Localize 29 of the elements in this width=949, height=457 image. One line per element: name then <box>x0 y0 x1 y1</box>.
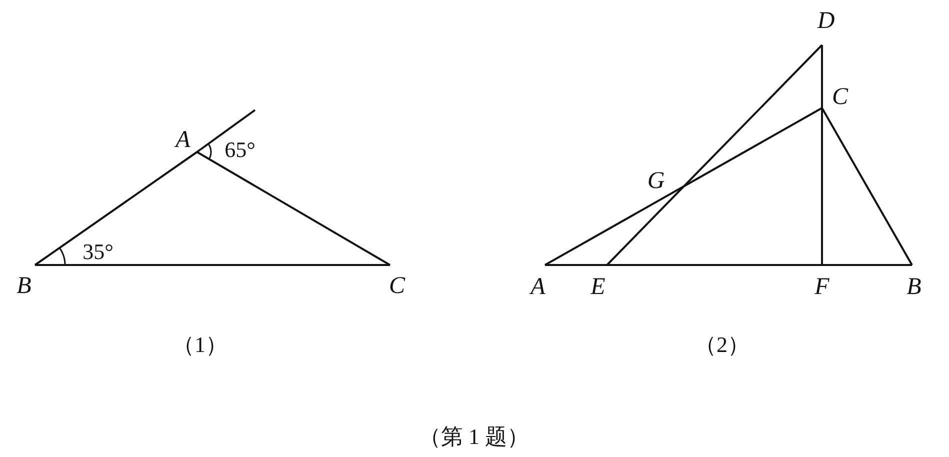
vertex-label: F <box>814 275 830 299</box>
line-segment <box>607 264 822 266</box>
vertex-label: E <box>590 275 606 299</box>
vertex-label: B <box>16 274 32 298</box>
vertex-label: A <box>176 128 190 152</box>
line-segment <box>196 151 390 266</box>
figure-number: （2） <box>694 334 750 356</box>
line-segment <box>821 45 823 108</box>
angle-label: 65° <box>224 139 256 161</box>
line-segment <box>606 186 685 266</box>
vertex-label: D <box>817 9 835 33</box>
vertex-label: A <box>530 275 546 299</box>
line-segment <box>821 108 913 266</box>
line-segment <box>196 109 256 153</box>
figure-number: （1） <box>172 334 228 356</box>
vertex-label: C <box>832 85 848 109</box>
line-segment <box>684 107 822 188</box>
line-segment <box>544 185 684 266</box>
vertex-label: C <box>389 274 405 298</box>
angle-label: 35° <box>82 241 114 263</box>
line-segment <box>683 44 823 187</box>
line-segment <box>35 264 390 266</box>
vertex-label: G <box>647 169 665 193</box>
line-segment <box>545 264 607 266</box>
line-segment <box>34 151 198 266</box>
caption: （第 1 题） <box>419 426 529 448</box>
line-segment <box>821 108 823 265</box>
line-segment <box>822 264 912 266</box>
vertex-label: B <box>906 275 922 299</box>
